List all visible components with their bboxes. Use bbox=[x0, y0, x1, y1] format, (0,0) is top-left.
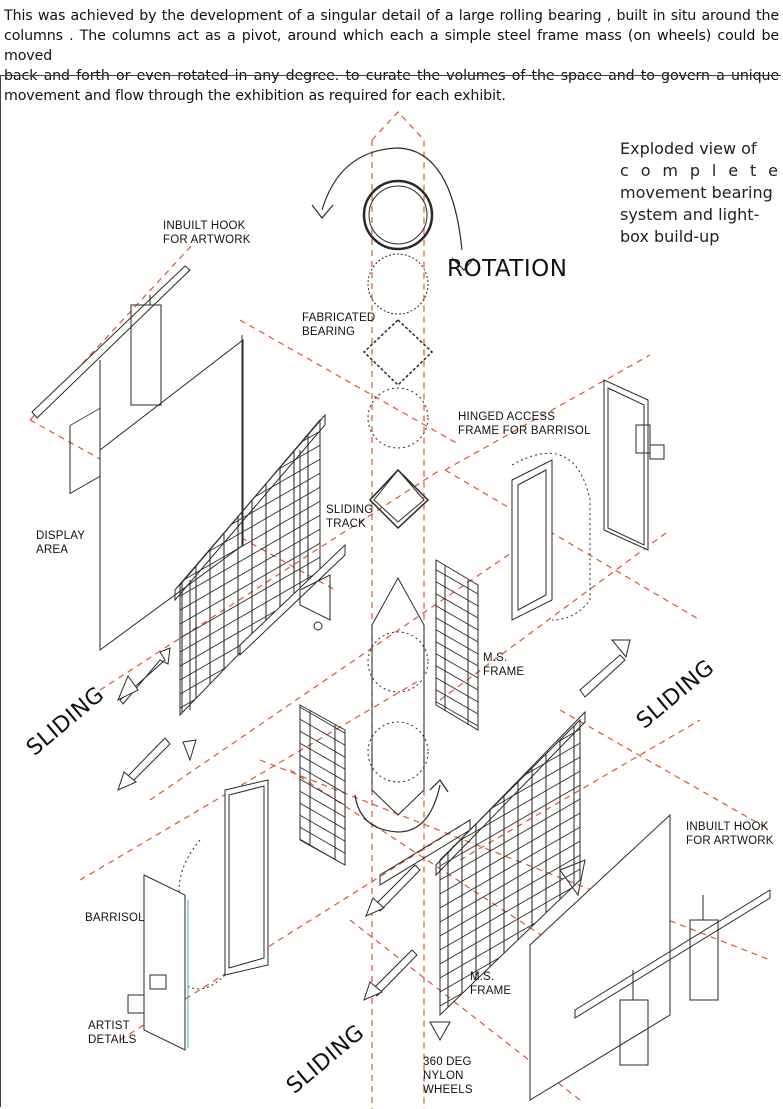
rotation-arrow bbox=[311, 147, 475, 833]
drawing-frame bbox=[0, 75, 781, 1107]
intro-line-3: back and forth or even rotated in any de… bbox=[4, 68, 779, 84]
note-line-5: box build-up bbox=[620, 227, 720, 246]
artist-details-line-2: DETAILS bbox=[88, 1034, 137, 1046]
barrisol-panel bbox=[127, 779, 269, 1051]
inbuilt-hook-bottom-line-2: FOR ARTWORK bbox=[686, 835, 774, 847]
inbuilt-hook-bottom-line-1: INBUILT HOOK bbox=[686, 821, 769, 833]
ms-frame-upper bbox=[435, 559, 479, 731]
note-line-4: system and light- bbox=[620, 205, 760, 224]
ms-frame-lower bbox=[299, 704, 346, 866]
hinged-access-line-1: HINGED ACCESS bbox=[458, 411, 556, 423]
sliding-track-line-2: TRACK bbox=[326, 518, 366, 530]
ms-frame-lower-line-1: M.S. bbox=[470, 971, 495, 983]
nylon-wheels-line-2: NYLON bbox=[423, 1070, 464, 1082]
note-line-1: Exploded view of bbox=[620, 139, 757, 158]
central-column bbox=[362, 179, 434, 816]
ms-frame-label-lower: M.S. FRAME bbox=[470, 970, 511, 998]
artist-details-label: ARTIST DETAILS bbox=[88, 1019, 136, 1047]
display-area-label: DISPLAY AREA bbox=[36, 529, 85, 557]
nylon-wheels-label: 360 DEG NYLON WHEELS bbox=[423, 1055, 473, 1097]
hinged-access-label: HINGED ACCESS FRAME FOR BARRISOL bbox=[458, 410, 591, 438]
sliding-track-label: SLIDING TRACK bbox=[326, 503, 373, 531]
intro-line-1: This was achieved by the development of … bbox=[4, 8, 779, 24]
intro-paragraph: This was achieved by the development of … bbox=[4, 6, 779, 106]
note-line-3: movement bearing bbox=[620, 183, 773, 202]
inbuilt-hook-label-bottom: INBUILT HOOK FOR ARTWORK bbox=[686, 820, 774, 848]
intro-line-2: columns . The columns act as a pivot, ar… bbox=[4, 28, 779, 64]
sliding-track-line-1: SLIDING bbox=[326, 504, 374, 516]
inbuilt-hook-label-top: INBUILT HOOK FOR ARTWORK bbox=[163, 219, 251, 247]
barrisol-label: BARRISOL bbox=[85, 912, 145, 924]
display-area-line-1: DISPLAY bbox=[36, 530, 86, 542]
fabricated-bearing-label: FABRICATED BEARING bbox=[302, 311, 375, 339]
fabricated-bearing-line-1: FABRICATED bbox=[302, 312, 376, 324]
artist-details-line-1: ARTIST bbox=[88, 1020, 130, 1032]
inbuilt-hook-top-line-1: INBUILT HOOK bbox=[163, 220, 246, 232]
display-area-line-2: AREA bbox=[36, 544, 69, 556]
ms-frame-lower-line-2: FRAME bbox=[470, 985, 512, 997]
ms-frame-upper-line-2: FRAME bbox=[483, 666, 525, 678]
intro-line-4: movement and flow through the exhibition… bbox=[4, 88, 506, 104]
grid-screen-lower-right bbox=[379, 710, 586, 1042]
grid-screen-upper-left bbox=[174, 413, 346, 762]
fabricated-bearing-line-2: BEARING bbox=[302, 326, 356, 338]
display-wall-lower-right bbox=[529, 813, 771, 1101]
nylon-wheels-line-3: WHEELS bbox=[423, 1084, 473, 1096]
note-line-2: c o m p l e t e bbox=[620, 161, 778, 180]
sliding-arrows bbox=[117, 639, 631, 1001]
rotation-label: ROTATION bbox=[447, 256, 568, 282]
ms-frame-upper-line-1: M.S. bbox=[483, 652, 508, 664]
ms-frame-label-upper: M.S. FRAME bbox=[483, 651, 524, 679]
inbuilt-hook-top-line-2: FOR ARTWORK bbox=[163, 234, 251, 246]
nylon-wheels-line-1: 360 DEG bbox=[423, 1056, 472, 1068]
exploded-view-note: Exploded view of c o m p l e t e movemen… bbox=[620, 138, 778, 248]
hinged-access-frame bbox=[511, 379, 665, 621]
hinged-access-line-2: FRAME FOR BARRISOL bbox=[458, 425, 591, 437]
